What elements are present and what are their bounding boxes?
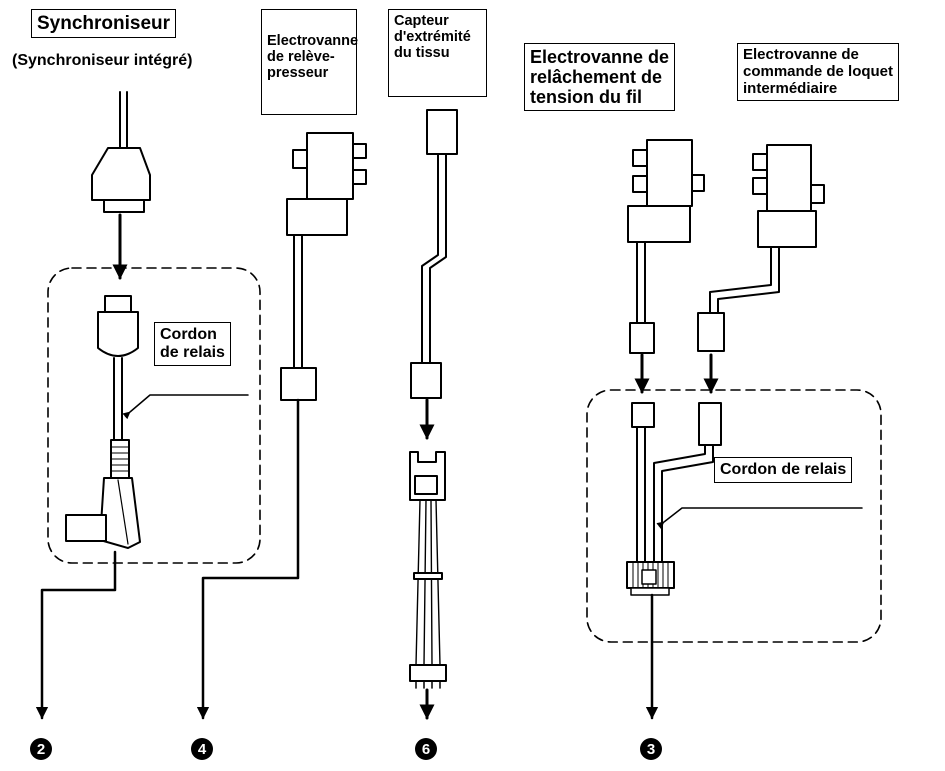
- marker-6: 6: [415, 738, 437, 760]
- left-relay-label-line1: Cordon: [160, 326, 217, 343]
- tension-solenoid: [628, 140, 704, 353]
- latch-label-line1: Electrovanne de: [743, 46, 859, 63]
- left-relay-label: Cordon de relais: [154, 322, 231, 366]
- synchronizer-title: Synchroniseur: [31, 9, 177, 39]
- latch-label-line2: commande de loquet: [743, 62, 894, 80]
- tension-solenoid-label: Electrovanne de relâchement de tension d…: [524, 43, 676, 112]
- right-relay-label: Cordon de relais: [714, 457, 853, 483]
- left-relay-leader: [122, 395, 248, 420]
- sensor-label-line3: du tissu: [394, 45, 450, 62]
- latch-solenoid: [698, 145, 824, 351]
- latch-label-line3: intermédiaire: [743, 79, 838, 97]
- marker-3: 3: [640, 738, 662, 760]
- synchronizer-plug: [92, 92, 150, 212]
- right-relay-dashed-box: [587, 390, 881, 642]
- cloth-sensor-label: Capteur d'extrémité du tissu: [388, 9, 487, 97]
- left-relay-dashed-box: [48, 268, 260, 563]
- tension-label-line3: tension du fil: [530, 87, 642, 108]
- presser-label-line3: presseur: [267, 65, 329, 82]
- presser-solenoid: [281, 133, 366, 400]
- route-to-4: [196, 400, 298, 720]
- cloth-sensor: [411, 110, 457, 398]
- sensor-label-line1: Capteur: [394, 13, 449, 29]
- tension-label-line1: Electrovanne de: [530, 47, 670, 67]
- sensor-label-line2: d'extrémité: [394, 29, 471, 46]
- left-relay-cord: [66, 296, 140, 548]
- marker-2: 2: [30, 738, 52, 760]
- marker-4: 4: [191, 738, 213, 760]
- left-relay-label-line2: de relais: [160, 343, 225, 361]
- latch-solenoid-label: Electrovanne de commande de loquet inter…: [737, 43, 900, 102]
- presser-label-line2: de relève-: [267, 49, 335, 66]
- presser-label-line1: Electrovanne: [267, 33, 359, 49]
- right-relay-cord: [627, 403, 721, 595]
- tension-label-line2: relâchement de: [530, 67, 663, 88]
- right-relay-leader: [656, 508, 862, 530]
- route-to-2: [35, 552, 115, 720]
- sensor-relay-cord: [410, 452, 446, 688]
- synchronizer-subtitle: (Synchroniseur intégré): [12, 52, 193, 69]
- presser-solenoid-label: Electrovanne de relève- presseur: [261, 9, 359, 115]
